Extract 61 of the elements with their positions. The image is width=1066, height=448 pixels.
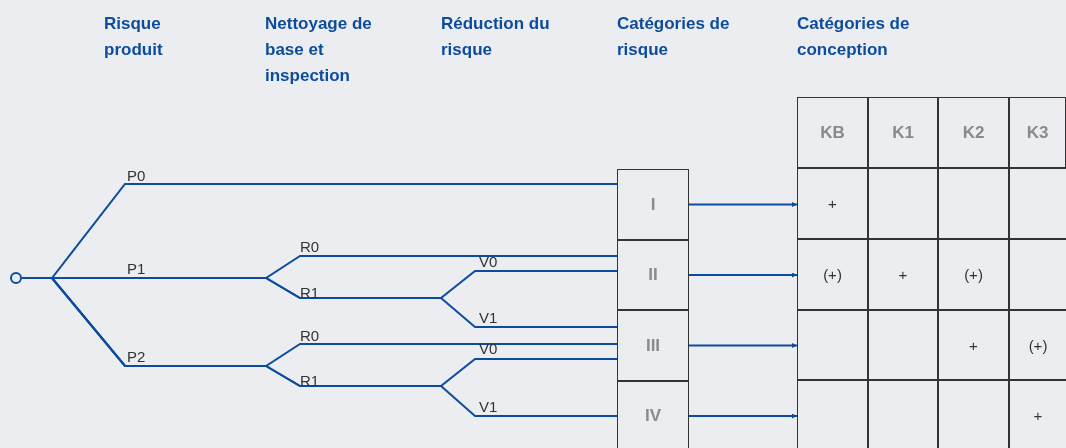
column-header: K3 [1026, 122, 1049, 143]
table-cell [938, 310, 1009, 380]
table-cell [797, 168, 868, 239]
arrow [688, 272, 798, 278]
table-cell [1009, 168, 1066, 239]
branch-label: P2 [127, 349, 146, 365]
column-heading: Nettoyage de base et inspection [265, 13, 373, 87]
branch-label: V0 [479, 254, 498, 270]
cell-value: + [969, 336, 978, 354]
column-header-cell [1009, 97, 1066, 168]
column-heading: Réduction du risque [441, 13, 551, 61]
table-cell [797, 380, 868, 448]
branch-line [21, 277, 618, 417]
table-cell [938, 239, 1009, 310]
table-cell [868, 239, 938, 310]
column-heading: Catégories de risque [617, 13, 731, 61]
table-cell [868, 168, 938, 239]
table-cell [938, 168, 1009, 239]
table-cell [1009, 310, 1066, 380]
branch-label: R0 [300, 328, 320, 344]
branch-label: V1 [479, 399, 498, 415]
risk-category-box [617, 381, 689, 448]
column-header: KB [820, 122, 845, 143]
table-cell [1009, 380, 1066, 448]
category-label: I [650, 194, 656, 215]
risk-category-box [617, 310, 689, 381]
arrow [688, 343, 798, 348]
table-cell [797, 239, 868, 310]
arrow [688, 202, 798, 207]
branch-label: R1 [300, 373, 320, 389]
table-cell [1009, 239, 1066, 310]
column-header-cell [797, 97, 868, 168]
branch-label: R1 [300, 285, 320, 301]
column-header: K1 [892, 122, 914, 143]
category-label: III [645, 335, 661, 356]
category-label: IV [644, 406, 662, 426]
cell-value: (+) [823, 266, 842, 283]
branch-label: P0 [127, 168, 146, 184]
arrow [688, 413, 798, 419]
table-cell [868, 310, 938, 380]
cell-value: (+) [964, 266, 983, 283]
table-cell [938, 380, 1009, 448]
column-header-cell [868, 97, 938, 168]
category-label: II [648, 265, 658, 285]
risk-category-box [617, 240, 689, 310]
start-circle [10, 272, 22, 284]
branch-label: R0 [300, 239, 320, 255]
branch-label: P1 [127, 261, 146, 277]
branch-label: V1 [479, 310, 498, 326]
column-heading: Catégories de conception [797, 13, 911, 61]
table-cell [797, 310, 868, 380]
cell-value: + [1033, 406, 1043, 424]
column-heading: Risque produit [104, 13, 164, 61]
table-cell [868, 380, 938, 448]
cell-value: + [898, 266, 908, 283]
column-header: K2 [962, 122, 985, 143]
cell-value: (+) [1028, 336, 1048, 354]
column-header-cell [938, 97, 1009, 168]
cell-value: + [828, 195, 837, 212]
branch-label: V0 [479, 341, 498, 357]
risk-category-box [617, 169, 689, 240]
